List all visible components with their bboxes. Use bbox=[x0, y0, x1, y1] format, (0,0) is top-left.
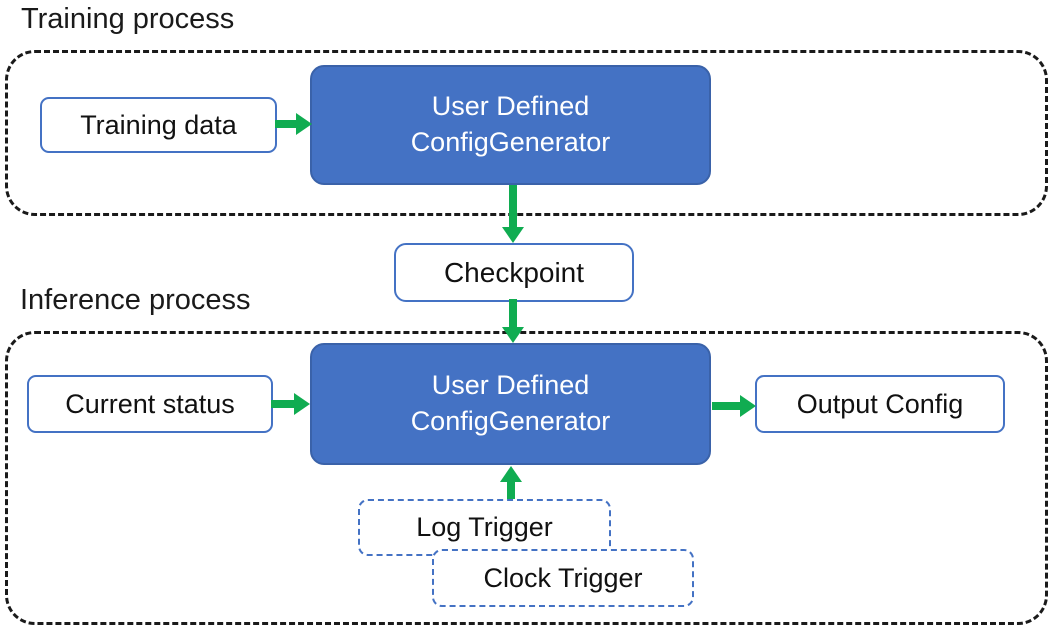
arrow-down-checkpoint-to-generator bbox=[501, 299, 525, 343]
training-process-container bbox=[5, 50, 1048, 216]
arrow-right-current-status-to-generator bbox=[271, 392, 310, 416]
training-process-label: Training process bbox=[21, 3, 235, 35]
inference-process-label: Inference process bbox=[20, 284, 251, 316]
arrow-right-generator-to-output-config bbox=[712, 394, 756, 418]
config-generator-training-line2: ConfigGenerator bbox=[410, 127, 611, 157]
inference-process-container bbox=[5, 331, 1048, 625]
output-config-box: Output Config bbox=[755, 375, 1005, 433]
current-status-box: Current status bbox=[27, 375, 273, 433]
arrow-down-generator-to-checkpoint bbox=[501, 185, 525, 243]
log-trigger-box: Log Trigger bbox=[358, 499, 611, 556]
clock-trigger-box: Clock Trigger bbox=[432, 549, 694, 607]
config-generator-inference-line2: ConfigGenerator bbox=[410, 406, 611, 436]
arrow-up-triggers-to-generator bbox=[499, 466, 523, 500]
config-generator-inference-box: User Defined ConfigGenerator bbox=[310, 343, 711, 465]
current-status-label: Current status bbox=[65, 388, 235, 419]
log-trigger-label: Log Trigger bbox=[416, 512, 553, 542]
checkpoint-box: Checkpoint bbox=[394, 243, 634, 302]
arrow-right-training-data-to-generator bbox=[275, 112, 312, 136]
output-config-label: Output Config bbox=[796, 388, 964, 419]
training-data-box: Training data bbox=[40, 97, 277, 153]
config-generator-training-line1: User Defined bbox=[431, 91, 590, 122]
clock-trigger-label: Clock Trigger bbox=[483, 562, 643, 593]
config-generator-training-box: User Defined ConfigGenerator bbox=[310, 65, 711, 185]
training-data-label: Training data bbox=[80, 109, 237, 140]
checkpoint-label: Checkpoint bbox=[443, 256, 585, 288]
config-generator-inference-line1: User Defined bbox=[431, 370, 590, 401]
